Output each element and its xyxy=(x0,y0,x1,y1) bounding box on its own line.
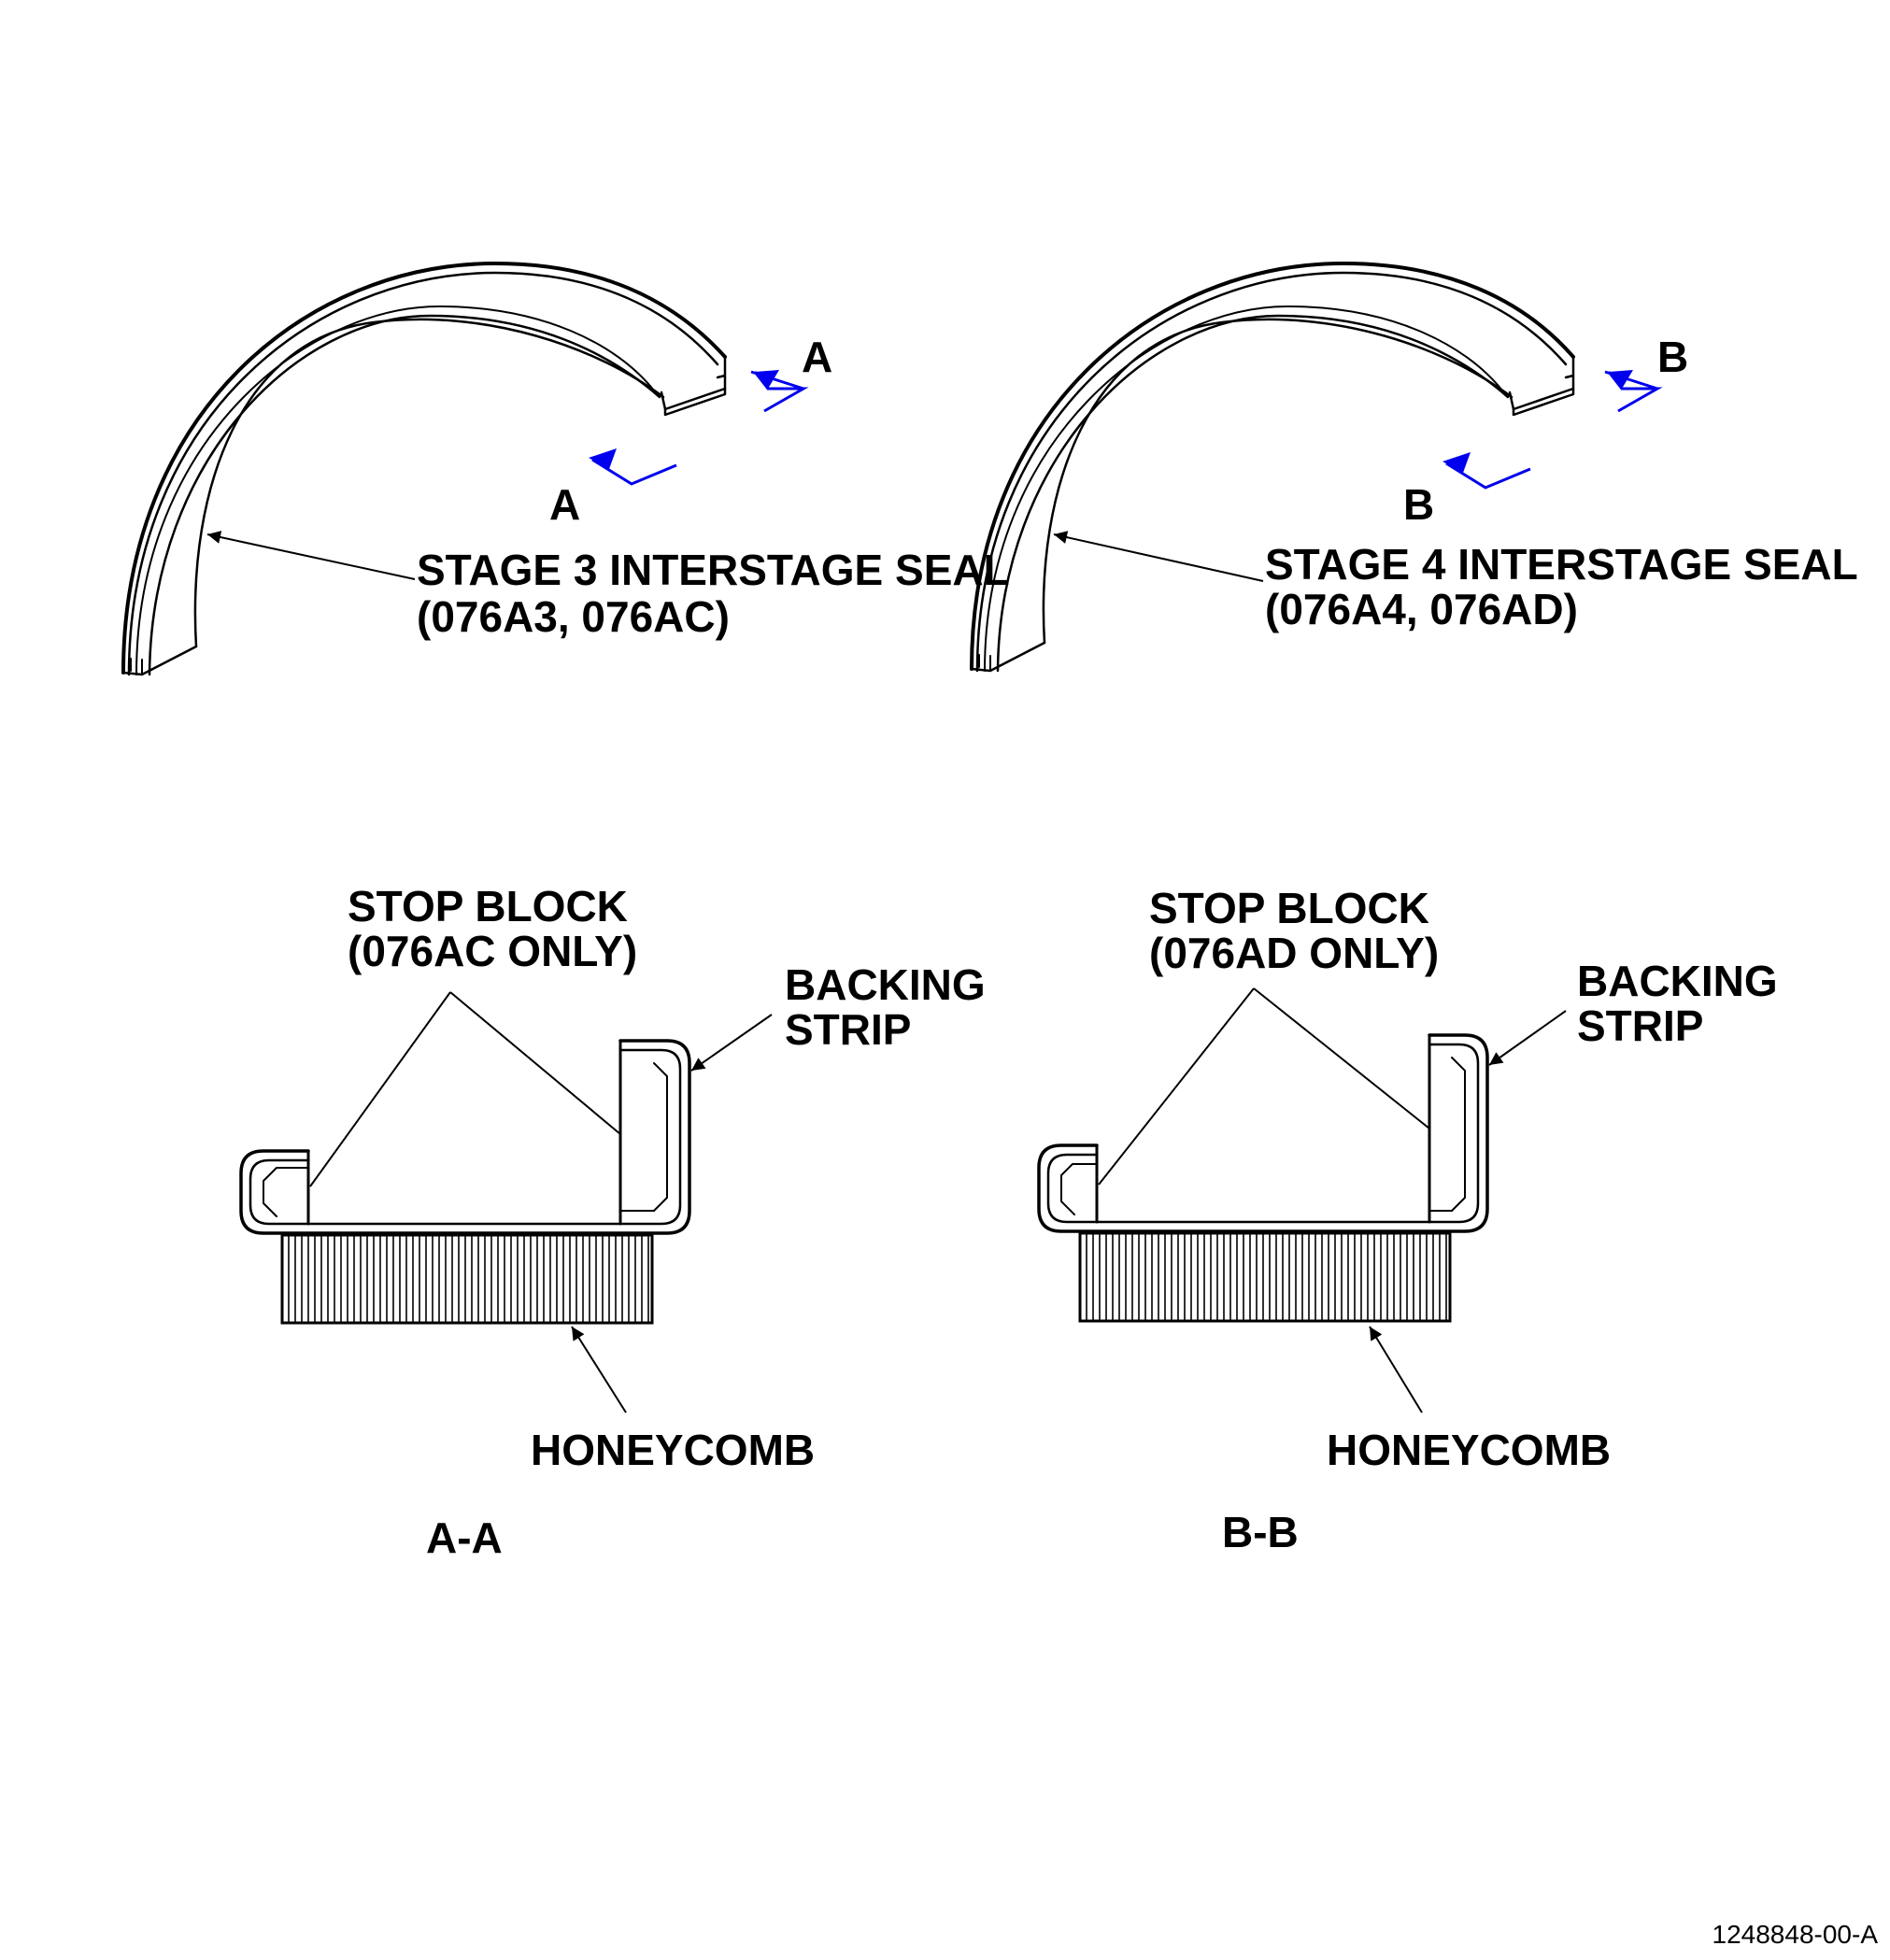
stage4-leader xyxy=(1053,531,1264,582)
figure-id: 1248848-00-A xyxy=(1712,1920,1879,1949)
stage4-seal-view: B B STAGE 4 INTERSTAGE SEAL (076A4, 076A… xyxy=(970,262,1858,673)
cut-letter-a-bottom: A xyxy=(549,480,580,529)
section-arrow-b-bottom xyxy=(1442,452,1531,490)
bb-stop-block-leader-left xyxy=(1098,987,1255,1186)
cut-letter-a-top: A xyxy=(802,333,832,381)
stage4-seal-arc xyxy=(970,262,1575,673)
section-bb: STOP BLOCK (076AD ONLY) BACKING STRIP HO… xyxy=(1037,884,1778,1556)
aa-backing-line1: BACKING xyxy=(785,960,986,1009)
aa-backing-leader xyxy=(690,1014,773,1072)
cut-letter-b-bottom: B xyxy=(1403,480,1434,529)
aa-honeycomb-leader xyxy=(571,1326,627,1413)
stage3-label-line2: (076A3, 076AC) xyxy=(417,592,730,641)
section-arrow-b-top xyxy=(1604,370,1663,413)
stage4-label-line1: STAGE 4 INTERSTAGE SEAL xyxy=(1265,540,1858,589)
section-bb-honeycomb xyxy=(1078,1231,1452,1323)
aa-stop-block-line1: STOP BLOCK xyxy=(348,882,628,930)
aa-stop-block-leader-left xyxy=(309,991,451,1187)
aa-stop-block-line2: (076AC ONLY) xyxy=(348,927,637,975)
bb-honeycomb-leader xyxy=(1369,1326,1423,1413)
bb-honeycomb-label: HONEYCOMB xyxy=(1327,1426,1611,1474)
bb-backing-line2: STRIP xyxy=(1577,1001,1703,1050)
section-aa-title: A-A xyxy=(426,1513,503,1562)
bb-stop-block-line1: STOP BLOCK xyxy=(1149,884,1429,932)
bb-stop-block-leader-right xyxy=(1253,987,1430,1129)
stage3-seal-arc xyxy=(121,262,727,676)
section-bb-profile xyxy=(1037,1033,1489,1233)
section-aa-profile xyxy=(239,1039,691,1235)
section-aa: STOP BLOCK (076AC ONLY) BACKING STRIP HO… xyxy=(239,882,986,1562)
section-bb-title: B-B xyxy=(1222,1508,1299,1556)
bb-backing-leader xyxy=(1488,1010,1567,1066)
honeycomb-outline xyxy=(1078,1231,1452,1323)
section-arrow-a-bottom xyxy=(589,448,677,486)
aa-stop-block-leader-right xyxy=(449,991,621,1135)
aa-honeycomb-label: HONEYCOMB xyxy=(531,1426,815,1474)
cut-letter-b-top: B xyxy=(1657,333,1688,381)
aa-backing-line2: STRIP xyxy=(785,1005,911,1054)
bb-stop-block-line2: (076AD ONLY) xyxy=(1149,929,1439,977)
section-aa-honeycomb xyxy=(280,1233,654,1325)
stage3-leader xyxy=(206,531,416,580)
stage3-seal-view: A A STAGE 3 INTERSTAGE SEAL (076A3, 076A… xyxy=(121,262,1010,676)
honeycomb-outline xyxy=(280,1233,654,1325)
bb-backing-line1: BACKING xyxy=(1577,957,1778,1005)
section-arrow-a-top xyxy=(750,370,809,413)
stage4-label-line2: (076A4, 076AD) xyxy=(1265,585,1578,633)
stage3-label-line1: STAGE 3 INTERSTAGE SEAL xyxy=(417,546,1010,594)
